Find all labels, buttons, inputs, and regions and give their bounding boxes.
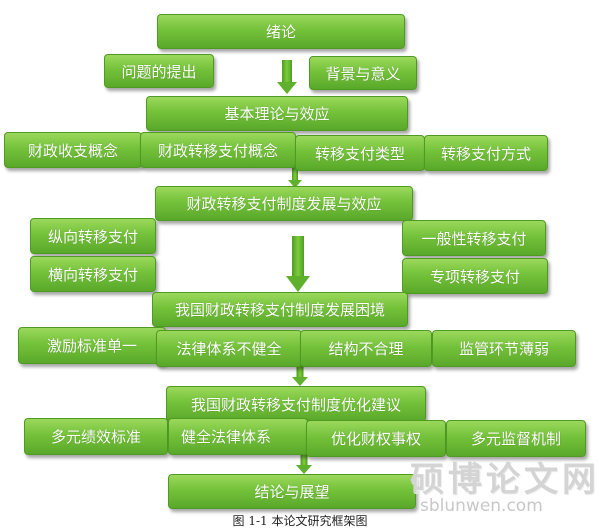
node-transfer-methods: 转移支付方式: [424, 135, 548, 171]
node-horizontal: 横向转移支付: [30, 256, 156, 292]
node-improve-legal: 健全法律体系: [168, 418, 308, 455]
arrow-development-to-dilemma: [286, 236, 310, 292]
node-problem: 问题的提出: [104, 54, 214, 88]
node-transfer-concept: 财政转移支付概念: [140, 132, 296, 168]
node-conclusion: 结论与展望: [168, 474, 416, 509]
node-intro: 绪论: [157, 14, 405, 49]
node-incentive: 激励标准单一: [18, 327, 166, 364]
node-fiscal-concept: 财政收支概念: [4, 132, 142, 168]
node-legal-imperfect: 法律体系不健全: [156, 330, 302, 367]
figure-caption: 图 1-1 本论文研究框架图: [232, 514, 368, 528]
node-special: 专项转移支付: [402, 258, 548, 294]
node-dilemma: 我国财政转移支付制度发展困境: [152, 292, 408, 327]
node-multi-supervision: 多元监督机制: [446, 420, 586, 457]
arrow-dilemma-to-suggestions: [292, 362, 308, 386]
node-theory: 基本理论与效应: [146, 96, 408, 131]
arrow-theory-to-development: [288, 166, 302, 188]
arrow-suggestions-to-conclusion: [296, 450, 312, 474]
node-supervision: 监管环节薄弱: [432, 330, 576, 367]
node-vertical: 纵向转移支付: [30, 218, 156, 254]
node-suggestions: 我国财政转移支付制度优化建议: [166, 386, 426, 422]
node-general: 一般性转移支付: [402, 220, 546, 256]
node-background: 背景与意义: [309, 56, 417, 90]
arrow-intro-to-theory: [276, 60, 298, 96]
watermark-chinese: 硕博论文网: [410, 460, 600, 500]
node-optimize-rights: 优化财权事权: [306, 420, 446, 457]
node-structure: 结构不合理: [300, 330, 432, 367]
node-multi-perf: 多元绩效标准: [24, 418, 168, 455]
watermark-url: sblunwen.com: [420, 496, 543, 516]
node-development: 财政转移支付制度发展与效应: [155, 186, 413, 221]
node-transfer-types: 转移支付类型: [295, 135, 425, 171]
